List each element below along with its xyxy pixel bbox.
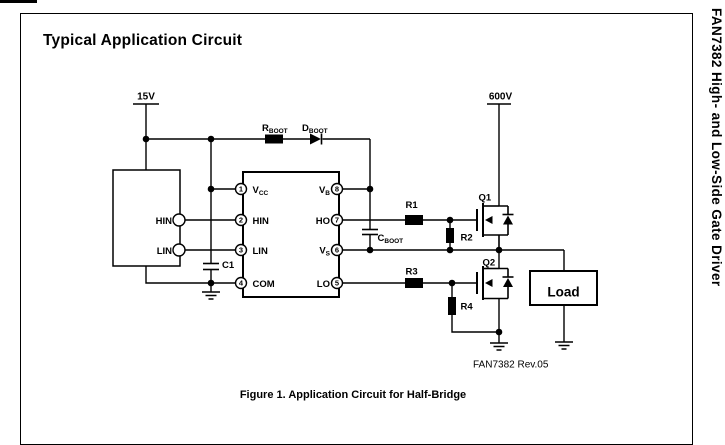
q1-source-body-links (483, 205, 509, 250)
r2-label: R2 (461, 233, 473, 244)
junction-dot (142, 135, 150, 143)
pin-label-ho: HO (316, 216, 330, 227)
cboot-label: CBOOT (378, 233, 404, 245)
r1-label: R1 (406, 200, 419, 211)
q2-mosfet (476, 266, 514, 300)
pin-6 (330, 243, 344, 257)
pin-8 (330, 182, 344, 196)
ground-symbols (202, 291, 573, 351)
pin-label-lo: LO (317, 279, 330, 290)
pin-number: 3 (239, 246, 243, 255)
r4-resistor (448, 297, 456, 315)
pin-label-lin: LIN (253, 246, 268, 257)
pin-number: 7 (335, 216, 339, 225)
q2-bodydiode-triangle (503, 278, 513, 287)
q2-body-arrow (485, 279, 493, 287)
c1-capacitor (203, 262, 219, 271)
pin-2 (234, 213, 248, 227)
pin-4 (234, 276, 248, 290)
junction-dot (446, 246, 454, 254)
junction-dot (495, 246, 503, 254)
pin-label-vb: VB (319, 185, 330, 197)
pin-5 (330, 276, 344, 290)
hin-input-label: HIN (156, 216, 173, 227)
pin-number: 6 (335, 246, 339, 255)
r4-branch-wire (451, 283, 499, 333)
cboot-capacitor (362, 228, 378, 236)
r3-label: R3 (406, 267, 418, 278)
pin-3 (234, 243, 248, 257)
pin-label-vcc: VCC (253, 185, 269, 197)
junction-dot (207, 279, 215, 287)
wires (133, 103, 565, 343)
hv-supply-label: 600V (489, 92, 513, 103)
figure-caption: Figure 1. Application Circuit for Half-B… (239, 389, 467, 401)
r4-label: R4 (461, 302, 474, 313)
dboot-diode (310, 133, 323, 145)
ground-load-icon (555, 341, 573, 350)
ic-pin-numbers: 1 2 3 4 8 7 6 5 (239, 185, 339, 288)
pin-1 (234, 182, 248, 196)
dboot-label: DBOOT (302, 123, 328, 135)
com-wire (145, 266, 236, 284)
pin-7 (330, 213, 344, 227)
revision-label: FAN7382 Rev.05 (473, 360, 549, 371)
ground-com-icon (202, 291, 220, 300)
datasheet-side-title: FAN7382 High- and Low-Side Gate Driver (709, 8, 724, 287)
pin-label-hin: HIN (253, 216, 270, 227)
pin-number: 5 (335, 279, 339, 288)
q1-label: Q1 (479, 193, 492, 204)
pin-number: 8 (335, 185, 339, 194)
bootstrap-wire (146, 138, 371, 250)
r1-resistor (405, 215, 423, 225)
junction-dot (207, 185, 215, 193)
pin-number: 1 (239, 185, 243, 194)
junction-dot (446, 216, 454, 224)
page-title: Typical Application Circuit (43, 32, 243, 49)
junction-dot (495, 328, 503, 336)
hv-supply-wire (487, 103, 511, 206)
dboot-anode (310, 133, 321, 145)
circuit-schematic: HIN LIN 1 2 3 4 8 7 6 5 VCC HIN LIN COM … (112, 92, 598, 371)
junction-dot (448, 279, 456, 287)
r2-resistor (446, 228, 454, 243)
q1-body-arrow (485, 216, 493, 224)
q2-label: Q2 (483, 258, 496, 269)
rboot-resistor (265, 134, 283, 144)
pin-number: 4 (239, 279, 244, 288)
ic-pins (234, 182, 344, 290)
rboot-label: RBOOT (262, 123, 288, 135)
r3-resistor (405, 278, 423, 288)
vcc-supply-label: 15V (137, 92, 155, 103)
q1-mosfet (476, 203, 514, 250)
vs-wire (342, 249, 565, 271)
q1-bodydiode-triangle (503, 215, 513, 225)
lin-terminal (172, 243, 186, 257)
q2-source-body-links (483, 267, 509, 300)
pin-label-vs: VS (319, 246, 330, 258)
pin-number: 2 (239, 216, 243, 225)
ground-q2-icon (490, 342, 508, 351)
input-signal-block (112, 169, 181, 267)
ic-pin-labels: VCC HIN LIN COM VB HO VS LO (253, 185, 331, 290)
junction-dot (207, 135, 215, 143)
c1-label: C1 (222, 260, 235, 271)
page-edge-mark (0, 0, 37, 3)
hin-terminal (172, 213, 186, 227)
junction-dot (366, 246, 374, 254)
junction-dots (142, 135, 503, 336)
pin-label-com: COM (253, 279, 275, 290)
junction-dot (366, 185, 374, 193)
lin-input-label: LIN (157, 246, 172, 257)
load-label: Load (547, 285, 579, 300)
load-block (529, 270, 598, 306)
ic-fan7382-body (242, 171, 340, 298)
